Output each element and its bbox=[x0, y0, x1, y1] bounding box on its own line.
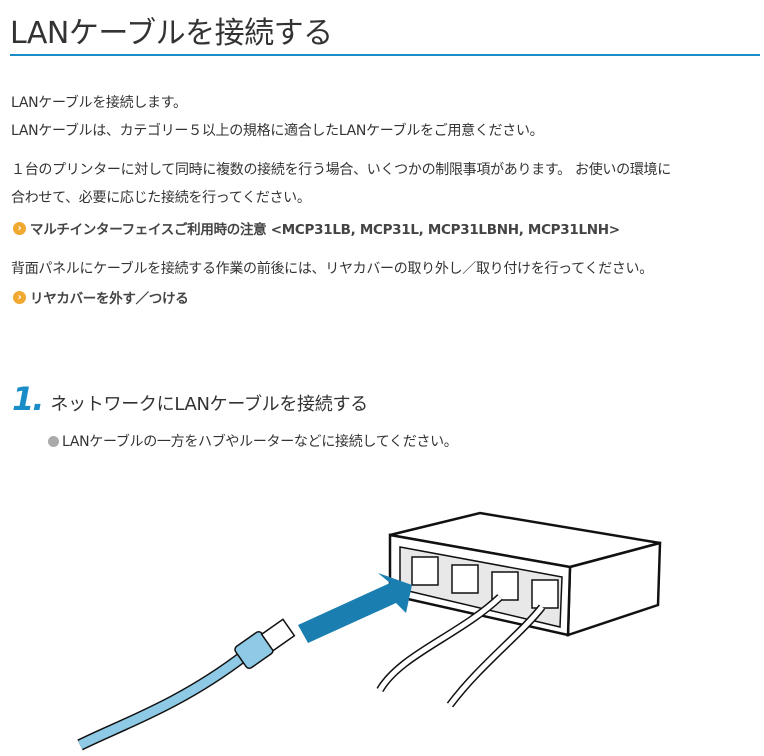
lan-plug-icon bbox=[77, 618, 296, 751]
link-label: リヤカバーを外す／つける bbox=[30, 291, 189, 307]
step-1-heading: 1. ネットワークにLANケーブルを接続する bbox=[12, 380, 368, 418]
title-divider bbox=[10, 54, 760, 56]
step-number: 1. bbox=[12, 380, 44, 418]
cable-icon bbox=[376, 594, 546, 708]
arrow-right-icon: › bbox=[13, 290, 26, 304]
intro-text: 背面パネルにケーブルを接続する作業の前後には、リヤカバーの取り外し／取り付けを行… bbox=[11, 261, 653, 277]
step-title: ネットワークにLANケーブルを接続する bbox=[50, 394, 368, 415]
intro-text: １台のプリンターに対して同時に複数の接続を行う場合、いくつかの制限事項があります… bbox=[11, 162, 671, 178]
arrow-right-icon: › bbox=[13, 221, 26, 235]
step-1-instruction: LANケーブルの一方をハブやルーターなどに接続してください。 bbox=[48, 431, 458, 451]
page-title: LANケーブルを接続する bbox=[10, 16, 333, 51]
insert-arrow-icon bbox=[298, 573, 412, 643]
link-label: マルチインターフェイスご利用時の注意 <MCP31LB, MCP31L, MCP… bbox=[30, 222, 620, 238]
instruction-text: LANケーブルの一方をハブやルーターなどに接続してください。 bbox=[62, 434, 458, 450]
hub-icon bbox=[388, 511, 662, 637]
intro-text: 合わせて、必要に応じた接続を行ってください。 bbox=[11, 190, 311, 206]
multi-interface-notes-link[interactable]: › マルチインターフェイスご利用時の注意 <MCP31LB, MCP31L, M… bbox=[13, 218, 620, 238]
rear-cover-link[interactable]: › リヤカバーを外す／つける bbox=[13, 287, 189, 307]
intro-text: LANケーブルを接続します。 bbox=[11, 95, 187, 111]
bullet-icon bbox=[48, 435, 59, 447]
intro-text: LANケーブルは、カテゴリー５以上の規格に適合したLANケーブルをご用意ください… bbox=[11, 123, 544, 139]
lan-connection-illustration bbox=[77, 511, 662, 751]
